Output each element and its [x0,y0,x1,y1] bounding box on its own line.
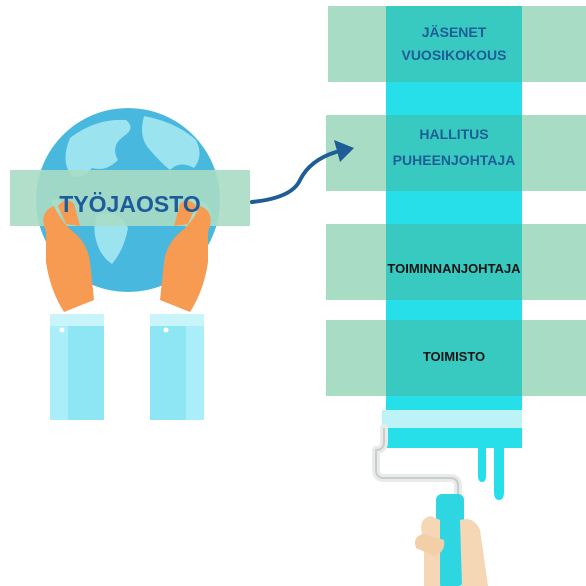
workgroup-label: TYÖJAOSTO [59,191,201,217]
level-label-toimisto: TOIMISTO [422,349,486,364]
paint-roller-icon [372,410,522,586]
left-cuff [50,314,104,326]
level-bands [326,6,586,396]
band-hallitus-overlap [386,115,522,191]
band-toimisto-overlap [386,320,522,396]
curved-arrow-icon [250,140,354,204]
right-cuff [150,314,204,326]
level-label-hallitus: HALLITUS [419,126,489,142]
band-jasenet-overlap [386,6,522,82]
level-label-toiminnanjohtaja: TOIMINNANJOHTAJA [387,261,521,276]
level-label-vuosikokous: VUOSIKOKOUS [401,47,507,63]
band-toiminnanjohtaja-overlap [386,224,522,300]
hands-icon [43,200,211,420]
level-label-puheenjohtaja: PUHEENJOHTAJA [392,152,516,168]
level-label-jasenet: JÄSENET [421,24,487,40]
